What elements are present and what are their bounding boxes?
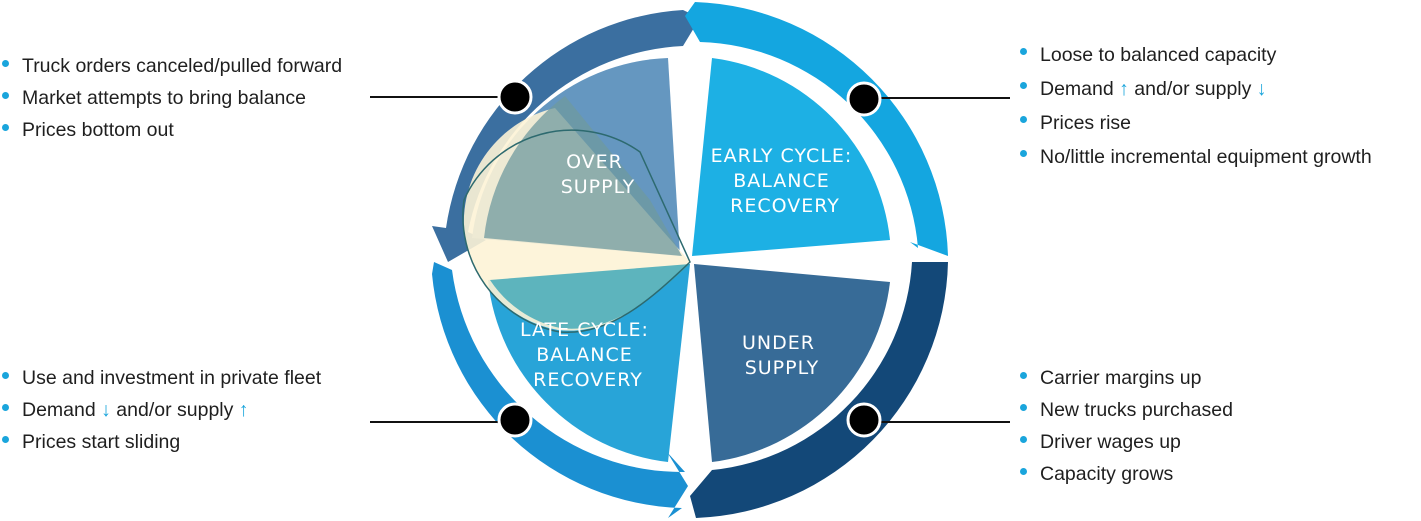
down-arrow-icon: ↓ [101,399,111,421]
list-item: No/little incremental equipment growth [1020,140,1400,170]
ring-arrow-bottom-left [432,262,688,518]
list-item: Driver wages up [1020,426,1233,458]
callout-top-right: Loose to balanced capacity Demand ↑ and/… [1020,38,1400,170]
highlight-overlay-bottom [490,264,690,329]
connector-dot-bottom-right [846,402,882,438]
list-item: Capacity grows [1020,458,1233,490]
undersupply-label: UNDER SUPPLY [742,332,822,379]
highlight-drop-outline [462,129,691,333]
connector-dot-top-left [497,79,533,115]
list-item: New trucks purchased [1020,394,1233,426]
connector-dot-bottom-left [497,402,533,438]
connector-dot-top-right [846,81,882,117]
ring-arrow-bottom-right [690,262,948,518]
up-arrow-icon: ↑ [238,399,249,421]
callout-bottom-right: Carrier margins up New trucks purchased … [1020,362,1233,490]
up-arrow-icon: ↑ [1119,78,1129,100]
ring-arrow-top-right [685,2,948,256]
quadrant-early-cycle [692,58,890,256]
list-item: Use and investment in private fleet [2,362,321,394]
list-item: Carrier margins up [1020,362,1233,394]
callout-top-left: Truck orders canceled/pulled forward Mar… [2,50,342,146]
list-item: Demand ↓ and/or supply ↑ [2,394,321,426]
list-item: Prices start sliding [2,426,321,458]
oversupply-label: OVER SUPPLY [561,151,636,198]
down-arrow-icon: ↓ [1256,78,1267,100]
early-cycle-label: EARLY CYCLE: BALANCE RECOVERY [711,145,860,217]
list-item: Prices bottom out [2,114,342,146]
callout-bottom-left: Use and investment in private fleet Dema… [2,362,321,458]
ring-arrow-top-left [432,10,700,262]
list-item: Truck orders canceled/pulled forward [2,50,342,82]
list-item: Prices rise [1020,106,1400,140]
quadrant-undersupply [694,264,890,462]
list-item: Loose to balanced capacity [1020,38,1400,72]
list-item: Market attempts to bring balance [2,82,342,114]
list-item: Demand ↑ and/or supply ↓ [1020,72,1400,106]
late-cycle-label: LATE CYCLE: BALANCE RECOVERY [520,319,656,391]
